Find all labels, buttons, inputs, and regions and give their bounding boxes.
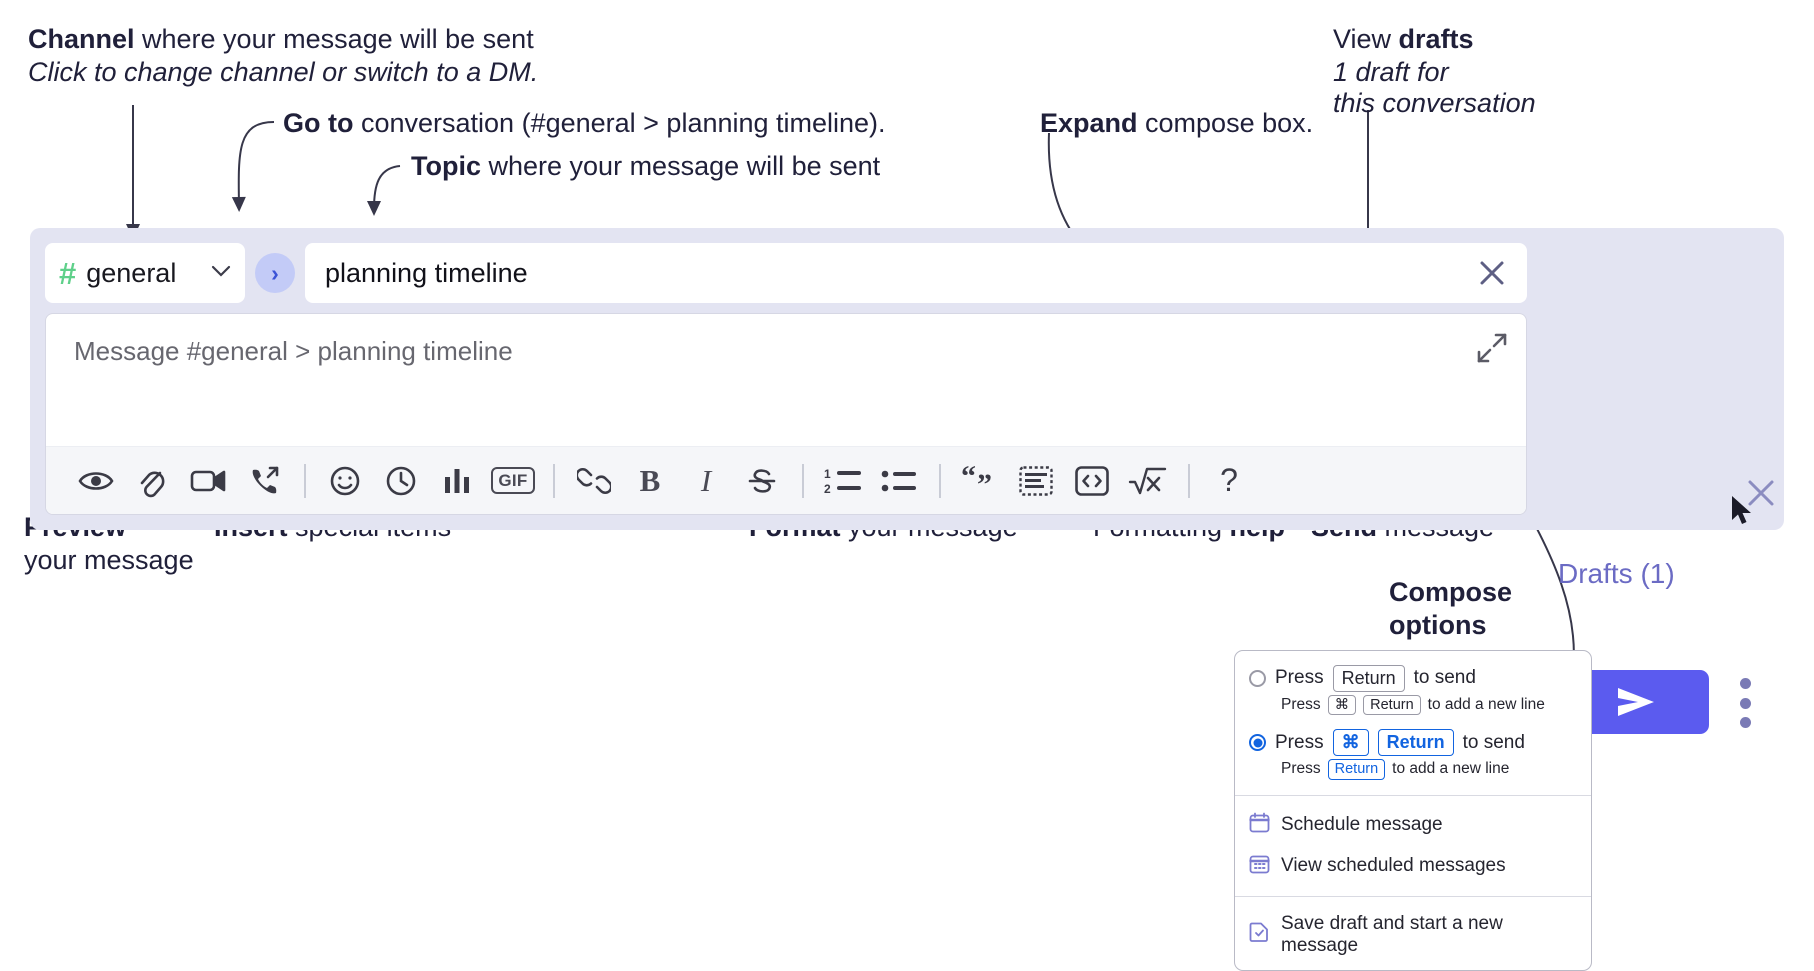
annotation-channel-title: Channel where your message will be sent — [28, 24, 534, 54]
slack-compose-annotated-diagram: Channel where your message will be sent … — [0, 0, 1814, 944]
close-icon[interactable] — [1475, 256, 1509, 290]
send-option-cmd-return[interactable]: Press ⌘ Return to send — [1235, 727, 1591, 758]
annotation-channel-sub: Click to change channel or switch to a D… — [28, 57, 539, 87]
annotation-drafts-sub2: this conversation — [1333, 88, 1536, 118]
kebab-dot — [1739, 717, 1751, 728]
annotation-drafts-title: View drafts — [1333, 24, 1474, 54]
chevron-down-icon — [211, 263, 231, 283]
annotation-expand: Expand compose box. — [1040, 108, 1314, 138]
expand-icon[interactable] — [1476, 332, 1508, 364]
gif-icon[interactable]: GIF — [485, 453, 541, 509]
strikethrough-icon[interactable] — [734, 453, 790, 509]
message-placeholder: Message #general > planning timeline — [74, 336, 513, 366]
send-option-cmd-return-sub: Press Return to add a new line — [1235, 758, 1591, 786]
menu-item-label: Save draft and start a new message — [1281, 912, 1503, 956]
inline-code-icon[interactable] — [1064, 453, 1120, 509]
code-block-icon[interactable] — [1008, 453, 1064, 509]
svg-text:1: 1 — [824, 467, 831, 481]
key-return: Return — [1377, 729, 1454, 757]
send-option-return[interactable]: Press Return to send — [1235, 663, 1591, 694]
blockquote-icon[interactable]: “ ” — [952, 453, 1008, 509]
menu-item-save-draft[interactable]: Save draft and start a new message — [1235, 906, 1591, 964]
annotation-compose-options-1: Compose — [1389, 577, 1513, 607]
send-option-return-sub: Press ⌘ Return to add a new line — [1235, 694, 1591, 722]
close-icon[interactable] — [1744, 476, 1778, 510]
bold-icon[interactable]: B — [622, 453, 678, 509]
toolbar-separator — [1176, 453, 1201, 509]
key-return: Return — [1327, 759, 1386, 780]
menu-item-schedule-message[interactable]: Schedule message — [1235, 805, 1591, 846]
svg-text:”: ” — [977, 468, 992, 496]
radio-return[interactable] — [1249, 669, 1266, 687]
key-cmd: ⌘ — [1332, 729, 1369, 757]
help-label: ? — [1220, 462, 1238, 498]
annotation-topic: Topic where your message will be sent — [411, 151, 881, 181]
topic-field[interactable]: planning timeline — [305, 243, 1527, 303]
svg-text:2: 2 — [824, 482, 831, 496]
compose-options-button[interactable] — [1732, 678, 1758, 728]
annotation-compose-options-2: options — [1389, 610, 1487, 640]
formatting-toolbar: GIF B I — [46, 446, 1526, 514]
goto-conversation-button[interactable]: › — [255, 253, 295, 293]
video-clip-icon[interactable] — [180, 453, 236, 509]
option1-pre: Press — [1275, 667, 1324, 689]
message-input-area[interactable]: Message #general > planning timeline — [45, 313, 1527, 515]
option2-sub-pre: Press — [1281, 760, 1321, 778]
menu-item-label: View scheduled messages — [1281, 855, 1506, 877]
ordered-list-icon[interactable]: 1 2 — [815, 453, 871, 509]
toolbar-separator — [541, 453, 566, 509]
option2-post: to send — [1462, 731, 1525, 753]
toolbar-separator — [292, 453, 317, 509]
toolbar-separator — [927, 453, 952, 509]
menu-divider — [1235, 895, 1591, 897]
compose-options-menu: Press Return to send Press ⌘ Return to a… — [1234, 650, 1592, 971]
attachment-icon[interactable] — [124, 453, 180, 509]
send-icon — [1618, 688, 1654, 716]
menu-item-view-scheduled-messages[interactable]: View scheduled messages — [1235, 846, 1591, 887]
calendar-schedule-icon — [1249, 812, 1270, 839]
math-icon[interactable] — [1120, 453, 1176, 509]
kebab-dot — [1739, 697, 1751, 709]
key-return: Return — [1363, 694, 1421, 716]
key-cmd: ⌘ — [1327, 694, 1357, 716]
menu-item-label: Schedule message — [1281, 814, 1443, 836]
menu-divider — [1235, 794, 1591, 796]
channel-selector[interactable]: # general — [45, 243, 245, 303]
bold-label: B — [639, 462, 661, 498]
calendar-grid-icon — [1249, 853, 1270, 880]
annotation-goto: Go to conversation (#general > planning … — [283, 108, 886, 138]
compose-panel: Drafts (1) # general › planning ti — [30, 228, 1784, 734]
svg-text:“: “ — [961, 466, 976, 493]
link-icon[interactable] — [566, 453, 622, 509]
mouse-cursor-icon — [1732, 496, 1751, 524]
gif-label: GIF — [491, 467, 535, 494]
option1-sub-pre: Press — [1281, 696, 1321, 714]
audio-clip-icon[interactable] — [236, 453, 292, 509]
annotation-preview-line2: your message — [24, 545, 194, 575]
radio-cmd-return[interactable] — [1249, 734, 1266, 752]
bulleted-list-icon[interactable] — [871, 453, 927, 509]
save-draft-icon — [1249, 921, 1270, 948]
emoji-icon[interactable] — [317, 453, 373, 509]
drafts-link[interactable]: Drafts (1) — [1558, 558, 1675, 589]
toolbar-separator — [790, 453, 815, 509]
option1-sub-post: to add a new line — [1427, 696, 1545, 714]
topic-value: planning timeline — [325, 257, 528, 288]
key-return: Return — [1332, 665, 1405, 692]
compose-header-row: # general › planning timeline — [45, 243, 1527, 303]
preview-icon[interactable] — [68, 453, 124, 509]
poll-bars-icon[interactable] — [429, 453, 485, 509]
compose-inner: # general › planning timeline Message #g… — [45, 243, 1527, 515]
kebab-dot — [1739, 678, 1751, 689]
option1-post: to send — [1413, 667, 1476, 689]
channel-name: general — [86, 257, 177, 288]
reminder-clock-icon[interactable] — [373, 453, 429, 509]
option2-sub-post: to add a new line — [1392, 760, 1510, 778]
hash-icon: # — [59, 255, 77, 291]
italic-label: I — [700, 462, 712, 498]
option2-pre: Press — [1275, 731, 1324, 753]
help-icon[interactable]: ? — [1201, 453, 1257, 509]
annotation-drafts-sub1: 1 draft for — [1333, 57, 1449, 87]
italic-icon[interactable]: I — [678, 453, 734, 509]
